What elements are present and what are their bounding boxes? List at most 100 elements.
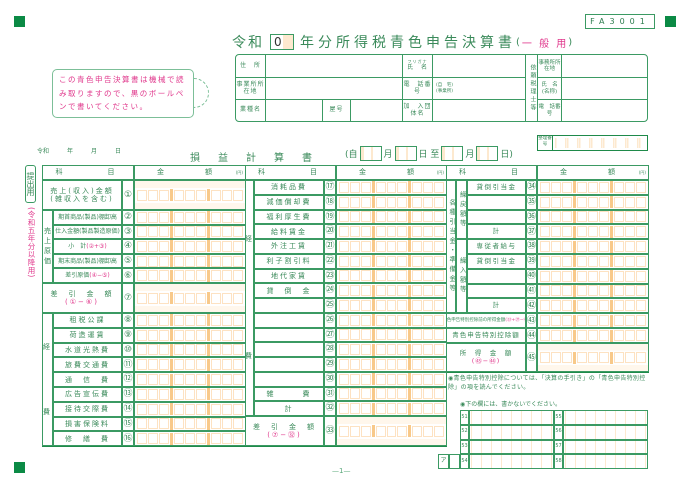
amount-input[interactable] (134, 224, 246, 240)
digit-box (636, 300, 646, 312)
amount-input[interactable] (134, 372, 246, 387)
amount-input[interactable] (537, 180, 649, 195)
item-label: 接待交際費 (53, 401, 122, 417)
amount-input[interactable] (336, 224, 447, 239)
office-field[interactable] (469, 424, 554, 440)
amount-input[interactable] (134, 342, 246, 358)
amount-input[interactable] (537, 268, 649, 284)
line-number: ② (122, 210, 134, 225)
to-month-input[interactable] (441, 146, 464, 161)
amount-input[interactable] (134, 180, 246, 210)
digit-separator (207, 358, 210, 371)
amount-input[interactable] (134, 313, 246, 328)
item-label: 租税公課 (53, 313, 122, 328)
name-input[interactable] (433, 55, 526, 78)
office-field[interactable] (563, 439, 648, 455)
amount-input[interactable] (336, 386, 447, 402)
office-field[interactable] (563, 454, 648, 469)
amount-input[interactable] (134, 416, 246, 432)
digit-box (233, 329, 243, 341)
amount-input[interactable] (537, 313, 649, 329)
amount-input[interactable] (134, 253, 246, 269)
amount-input[interactable] (336, 416, 447, 446)
association-input[interactable] (433, 100, 526, 121)
digit-box (174, 255, 184, 267)
digit-box (397, 373, 408, 385)
amount-input[interactable] (336, 357, 447, 372)
office-field[interactable] (469, 410, 554, 425)
amount-input[interactable] (134, 401, 246, 417)
amount-input[interactable] (134, 283, 246, 313)
digit-separator (170, 255, 173, 268)
amount-input[interactable] (537, 239, 649, 254)
amount-input[interactable] (134, 327, 246, 343)
digit-box (211, 374, 221, 386)
amount-input[interactable] (134, 357, 246, 373)
amount-input[interactable] (336, 298, 447, 313)
office-field[interactable] (563, 424, 648, 440)
office-extra-field[interactable] (449, 454, 460, 469)
amount-input[interactable] (336, 180, 447, 195)
column-header-item: 科 目 (42, 165, 134, 180)
amount-input[interactable] (336, 268, 447, 284)
acc-name-input[interactable] (562, 78, 647, 100)
amount-input[interactable] (134, 210, 246, 225)
line-number: ㉛ (324, 386, 336, 402)
amount-input[interactable] (134, 387, 246, 402)
amount-input[interactable] (336, 327, 447, 343)
digit-box (137, 240, 147, 252)
business-type-input[interactable] (266, 100, 323, 121)
amount-input[interactable] (537, 283, 649, 299)
digit-box (636, 352, 646, 364)
digit-box (625, 211, 635, 223)
year-input[interactable]: 0 (270, 34, 294, 50)
shop-name-input[interactable] (351, 100, 403, 121)
office-address-input[interactable] (266, 78, 403, 100)
item-subtext: (雑収入を含む) (50, 195, 114, 203)
to-day-input[interactable] (476, 146, 499, 161)
amount-input[interactable] (537, 328, 649, 344)
line-number: ㉜ (324, 401, 336, 416)
digit-box (222, 359, 232, 371)
digit-box (211, 388, 221, 400)
office-field[interactable] (469, 439, 554, 455)
from-day-input[interactable] (394, 146, 417, 161)
amount-input[interactable] (336, 253, 447, 269)
digit-box (434, 270, 445, 282)
amount-input[interactable] (134, 268, 246, 283)
acc-phone-input[interactable] (562, 100, 647, 121)
amount-input[interactable] (336, 371, 447, 387)
ref-number-input[interactable] (555, 138, 645, 148)
amount-input[interactable] (336, 312, 447, 328)
amount-input[interactable] (336, 283, 447, 298)
phone-input[interactable]: (自 宅)(事業所) (433, 78, 526, 100)
office-field[interactable] (469, 454, 554, 469)
amount-input[interactable] (537, 194, 649, 210)
amount-input[interactable] (336, 194, 447, 210)
amount-input[interactable] (336, 401, 447, 416)
office-field[interactable] (563, 410, 648, 425)
item-name: 差引原価 (65, 272, 90, 280)
amount-input[interactable] (336, 239, 447, 254)
amount-input[interactable] (537, 209, 649, 225)
item-label: 差引原価(④−⑤) (53, 268, 122, 283)
amount-input[interactable] (134, 431, 246, 447)
digit-box (159, 255, 169, 267)
digit-box (137, 359, 147, 371)
digit-box (375, 299, 386, 311)
amount-input[interactable] (134, 239, 246, 254)
amount-input[interactable] (537, 254, 649, 269)
address-input[interactable] (266, 55, 403, 78)
from-month-input[interactable] (359, 146, 382, 161)
digit-box (386, 255, 397, 267)
digit-box (423, 329, 434, 341)
amount-input[interactable] (336, 342, 447, 357)
amount-input[interactable] (537, 343, 649, 373)
amount-input[interactable] (336, 209, 447, 225)
amount-input[interactable] (537, 224, 649, 240)
digit-box (386, 329, 397, 341)
amount-input[interactable] (537, 298, 649, 314)
item-label: 雑 費 (254, 386, 324, 402)
acc-office-input[interactable] (562, 55, 647, 78)
digit-box (540, 241, 550, 253)
